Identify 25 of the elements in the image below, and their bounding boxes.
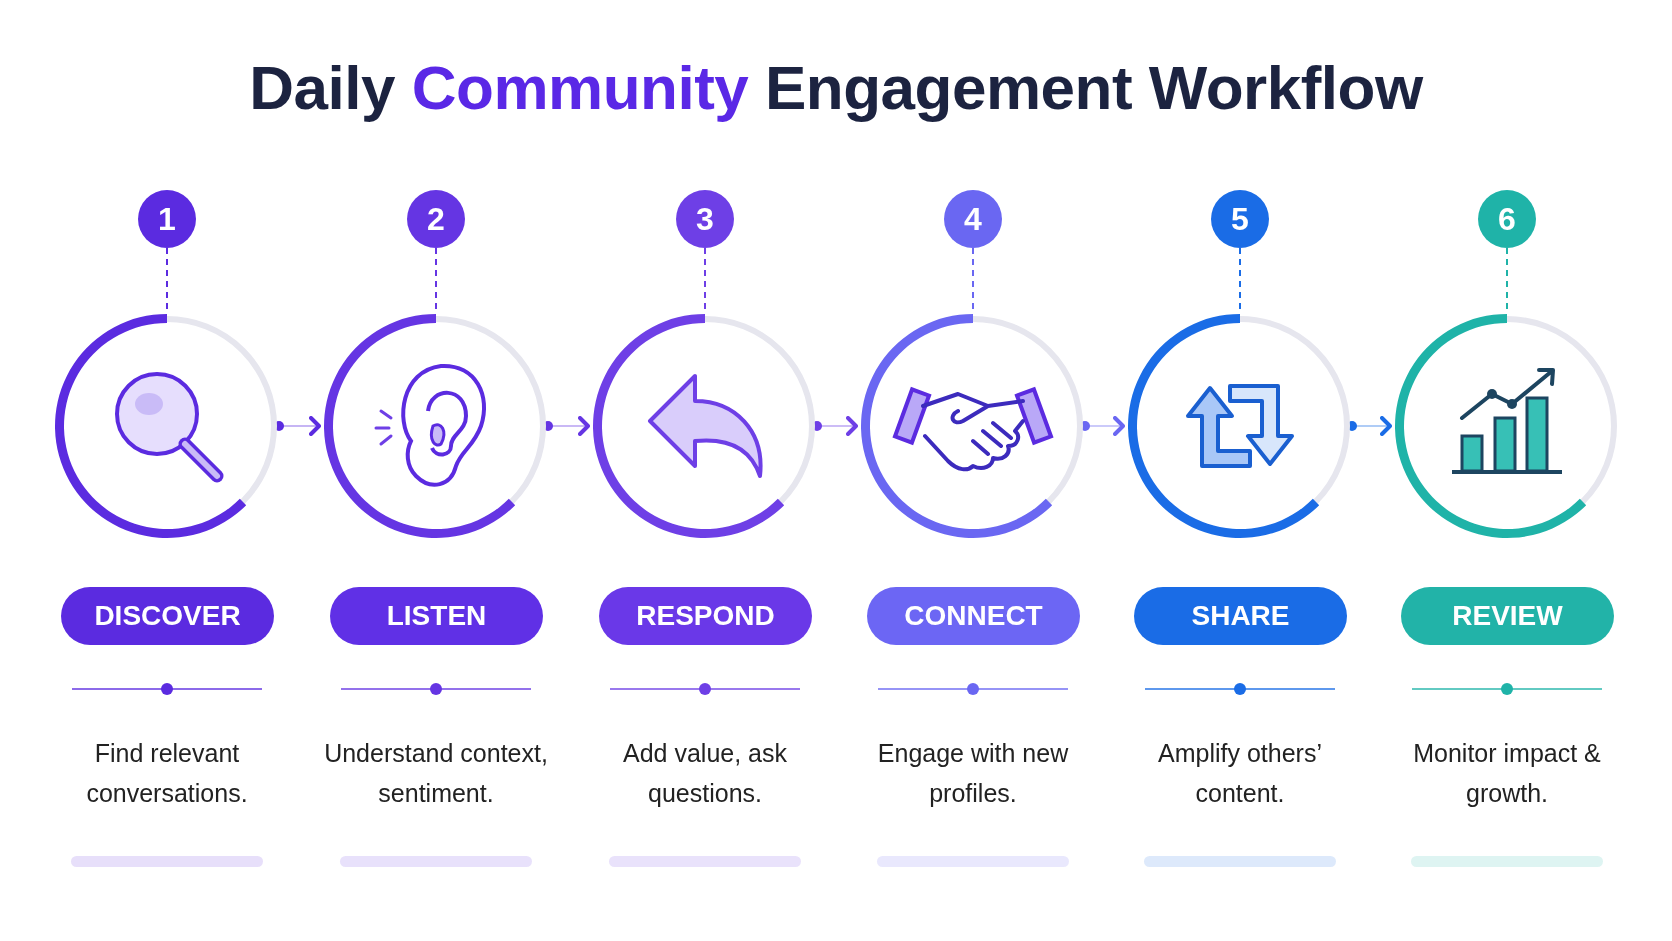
step-number-badge: 6 (1478, 190, 1536, 248)
step-label: RESPOND (599, 587, 812, 645)
step-ring (55, 314, 279, 538)
step-ring (1395, 314, 1619, 538)
step-number-badge: 5 (1211, 190, 1269, 248)
step-number-badge: 1 (138, 190, 196, 248)
step-label: LISTEN (330, 587, 543, 645)
step-label: CONNECT (867, 587, 1080, 645)
step-description: Find relevant conversations. (85, 738, 249, 809)
step-description: Add value, ask questions. (622, 738, 788, 809)
step-ring (1128, 314, 1352, 538)
step-number-badge: 4 (944, 190, 1002, 248)
step-label: SHARE (1134, 587, 1347, 645)
title: Daily Community Engagement Workflow (248, 52, 1425, 123)
step-ring (324, 314, 548, 538)
step-label: REVIEW (1401, 587, 1614, 645)
step-description: Engage with new profiles. (876, 738, 1070, 809)
step-description: Amplify others’ content. (1157, 738, 1323, 809)
step-ring (593, 314, 817, 538)
step-ring (861, 314, 1085, 538)
step-number-badge: 2 (407, 190, 465, 248)
step-label: DISCOVER (61, 587, 274, 645)
step-description: Monitor impact & growth. (1412, 738, 1602, 809)
step-description: Understand context, sentiment. (323, 738, 549, 809)
step-number-badge: 3 (676, 190, 734, 248)
